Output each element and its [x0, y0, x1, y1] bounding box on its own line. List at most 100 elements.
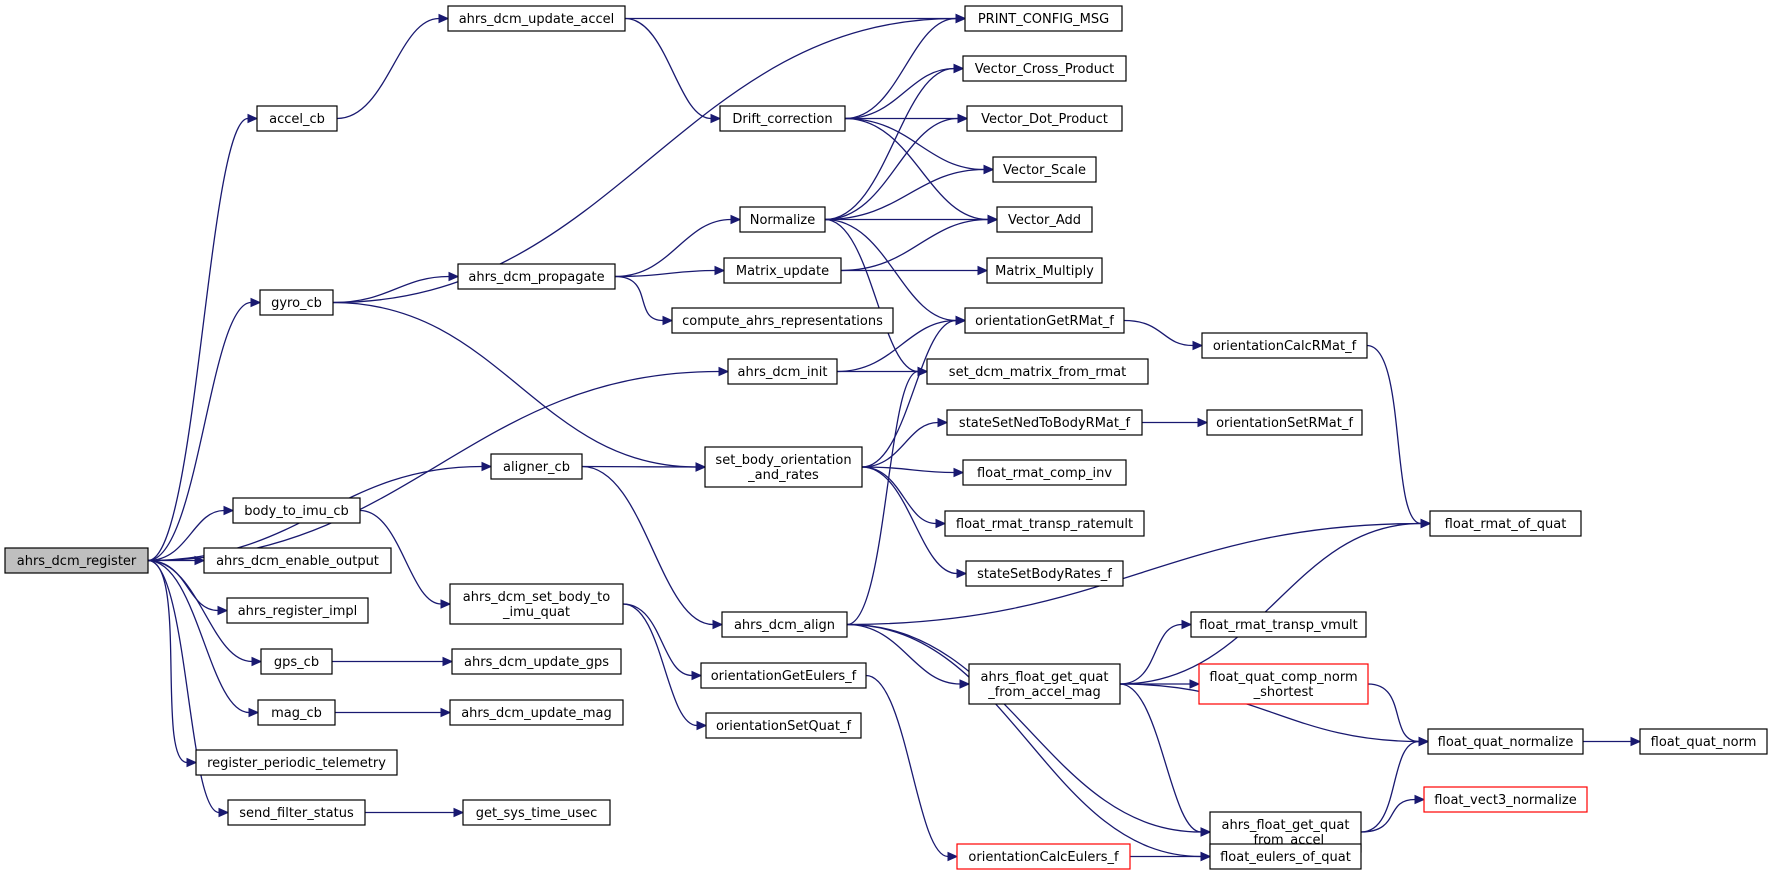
arrowhead-set-body-orient-to-rmat-transp-ratemult	[935, 518, 947, 529]
node-label-update-accel: ahrs_dcm_update_accel	[459, 12, 615, 27]
node-label-normalize: Normalize	[750, 213, 815, 228]
node-set-quat[interactable]: orientationSetQuat_f	[705, 712, 862, 739]
node-enable-output[interactable]: ahrs_dcm_enable_output	[203, 547, 392, 574]
node-box-enable-output	[203, 547, 392, 574]
node-state-body-rates[interactable]: stateSetBodyRates_f	[965, 560, 1124, 587]
node-label-set-rmat: orientationSetRMat_f	[1216, 416, 1353, 431]
node-box-dcm-init	[727, 358, 838, 385]
node-vect3-normalize[interactable]: float_vect3_normalize	[1423, 786, 1588, 813]
node-box-body-to-imu-cb	[232, 497, 361, 524]
node-vector-scale[interactable]: Vector_Scale	[992, 156, 1097, 183]
edge-aligner-cb-to-dcm-align	[581, 465, 714, 626]
node-set-rmat[interactable]: orientationSetRMat_f	[1206, 409, 1363, 436]
node-quat-accel-mag[interactable]: ahrs_float_get_quat_from_accel_mag	[968, 663, 1121, 705]
node-update-gps[interactable]: ahrs_dcm_update_gps	[451, 648, 622, 675]
node-label-get-eulers: orientationGetEulers_f	[711, 669, 857, 684]
node-box-quat-norm	[1639, 728, 1768, 755]
node-update-mag[interactable]: ahrs_dcm_update_mag	[449, 699, 624, 726]
node-rmat-comp-inv[interactable]: float_rmat_comp_inv	[962, 459, 1127, 486]
node-print-config[interactable]: PRINT_CONFIG_MSG	[964, 5, 1123, 32]
node-calc-eulers[interactable]: orientationCalcEulers_f	[956, 843, 1131, 870]
node-aligner-cb[interactable]: aligner_cb	[490, 453, 583, 480]
node-quat-norm[interactable]: float_quat_norm	[1639, 728, 1768, 755]
node-label-state-body-rates: stateSetBodyRates_f	[977, 567, 1112, 582]
node-box-set-body-to-imu	[449, 583, 624, 625]
node-matrix-multiply[interactable]: Matrix_Multiply	[986, 257, 1103, 284]
node-box-rmat-of-quat	[1429, 510, 1582, 537]
node-set-body-to-imu[interactable]: ahrs_dcm_set_body_to_imu_quat	[449, 583, 624, 625]
edge-gyro-cb-to-set-body-orient	[332, 301, 697, 468]
arrowhead-normalize-to-dot-product	[957, 113, 969, 124]
node-normalize[interactable]: Normalize	[739, 206, 826, 233]
arrowhead-register-to-gyro-cb	[250, 297, 262, 308]
node-compute-repr[interactable]: compute_ahrs_representations	[671, 307, 894, 334]
node-box-get-sys-time	[462, 799, 611, 826]
arrowhead-register-to-gps-cb	[251, 656, 263, 667]
node-box-state-body-rates	[965, 560, 1124, 587]
node-label-set-body-orient: _and_rates	[747, 468, 819, 483]
node-box-update-mag	[449, 699, 624, 726]
node-box-set-rmat	[1206, 409, 1363, 436]
node-get-rmat[interactable]: orientationGetRMat_f	[964, 307, 1125, 334]
node-get-sys-time[interactable]: get_sys_time_usec	[462, 799, 611, 826]
call-edges	[147, 13, 1642, 862]
node-box-get-eulers	[700, 662, 867, 689]
node-calc-rmat[interactable]: orientationCalcRMat_f	[1201, 332, 1368, 359]
node-rmat-of-quat[interactable]: float_rmat_of_quat	[1429, 510, 1582, 537]
node-get-eulers[interactable]: orientationGetEulers_f	[700, 662, 867, 689]
arrowhead-get-eulers-to-calc-eulers	[947, 851, 959, 862]
node-label-eulers-of-quat: float_eulers_of_quat	[1220, 850, 1351, 865]
node-label-quat-comp-norm: float_quat_comp_norm	[1209, 670, 1357, 685]
edge-propagate-to-compute-repr	[614, 275, 664, 322]
arrowhead-update-accel-to-drift-correction	[710, 113, 722, 124]
arrowhead-state-ned-body-to-set-rmat	[1197, 417, 1209, 428]
node-label-register: ahrs_dcm_register	[17, 554, 137, 569]
node-register-impl[interactable]: ahrs_register_impl	[226, 597, 369, 624]
edge-calc-rmat-to-rmat-of-quat	[1366, 344, 1422, 525]
node-box-vect3-normalize	[1423, 786, 1588, 813]
node-box-quat-comp-norm	[1198, 663, 1369, 705]
node-quat-normalize[interactable]: float_quat_normalize	[1427, 728, 1584, 755]
node-rmat-transp-vmult[interactable]: float_rmat_transp_vmult	[1190, 611, 1367, 638]
node-matrix-update[interactable]: Matrix_update	[723, 257, 842, 284]
node-drift-correction[interactable]: Drift_correction	[719, 105, 846, 132]
node-dot-product[interactable]: Vector_Dot_Product	[966, 105, 1123, 132]
edge-gyro-cb-to-print-config	[332, 17, 957, 304]
node-dcm-init[interactable]: ahrs_dcm_init	[727, 358, 838, 385]
node-body-to-imu-cb[interactable]: body_to_imu_cb	[232, 497, 361, 524]
node-eulers-of-quat[interactable]: float_eulers_of_quat	[1209, 843, 1362, 870]
node-gps-cb[interactable]: gps_cb	[260, 648, 333, 675]
node-mag-cb[interactable]: mag_cb	[257, 699, 336, 726]
node-label-rmat-of-quat: float_rmat_of_quat	[1445, 517, 1567, 532]
node-set-dcm-matrix[interactable]: set_dcm_matrix_from_rmat	[926, 358, 1149, 385]
node-gyro-cb[interactable]: gyro_cb	[259, 289, 334, 316]
node-box-dcm-align	[721, 611, 848, 638]
node-quat-comp-norm[interactable]: float_quat_comp_norm_shortest	[1198, 663, 1369, 705]
edge-dcm-align-to-eulers-of-quat	[846, 623, 1202, 858]
node-label-get-sys-time: get_sys_time_usec	[476, 806, 598, 821]
node-periodic-telemetry[interactable]: register_periodic_telemetry	[195, 749, 398, 776]
node-label-dcm-init: ahrs_dcm_init	[738, 365, 828, 380]
edge-update-accel-to-drift-correction	[624, 17, 712, 120]
node-send-filter-status[interactable]: send_filter_status	[227, 799, 366, 826]
edge-dcm-init-to-get-rmat	[836, 319, 957, 373]
node-label-periodic-telemetry: register_periodic_telemetry	[207, 756, 386, 771]
node-accel-cb[interactable]: accel_cb	[256, 105, 338, 132]
node-propagate[interactable]: ahrs_dcm_propagate	[457, 263, 616, 290]
edge-drift-correction-to-vector-scale	[844, 117, 985, 171]
node-register[interactable]: ahrs_dcm_register	[4, 547, 149, 574]
node-state-ned-body[interactable]: stateSetNedToBodyRMat_f	[946, 409, 1143, 436]
arrowhead-get-rmat-to-calc-rmat	[1192, 340, 1204, 351]
arrowhead-set-body-orient-to-get-rmat	[955, 315, 967, 326]
node-update-accel[interactable]: ahrs_dcm_update_accel	[447, 5, 626, 32]
node-cross-product[interactable]: Vector_Cross_Product	[962, 55, 1127, 82]
node-set-body-orient[interactable]: set_body_orientation_and_rates	[704, 446, 863, 488]
node-box-gps-cb	[260, 648, 333, 675]
node-vector-add[interactable]: Vector_Add	[996, 206, 1093, 233]
edge-quat-accel-mag-to-quat-normalize	[1119, 683, 1420, 743]
node-rmat-transp-ratemult[interactable]: float_rmat_transp_ratemult	[944, 510, 1145, 537]
node-label-matrix-multiply: Matrix_Multiply	[995, 264, 1094, 279]
node-dcm-align[interactable]: ahrs_dcm_align	[721, 611, 848, 638]
node-label-set-quat: orientationSetQuat_f	[716, 719, 851, 734]
